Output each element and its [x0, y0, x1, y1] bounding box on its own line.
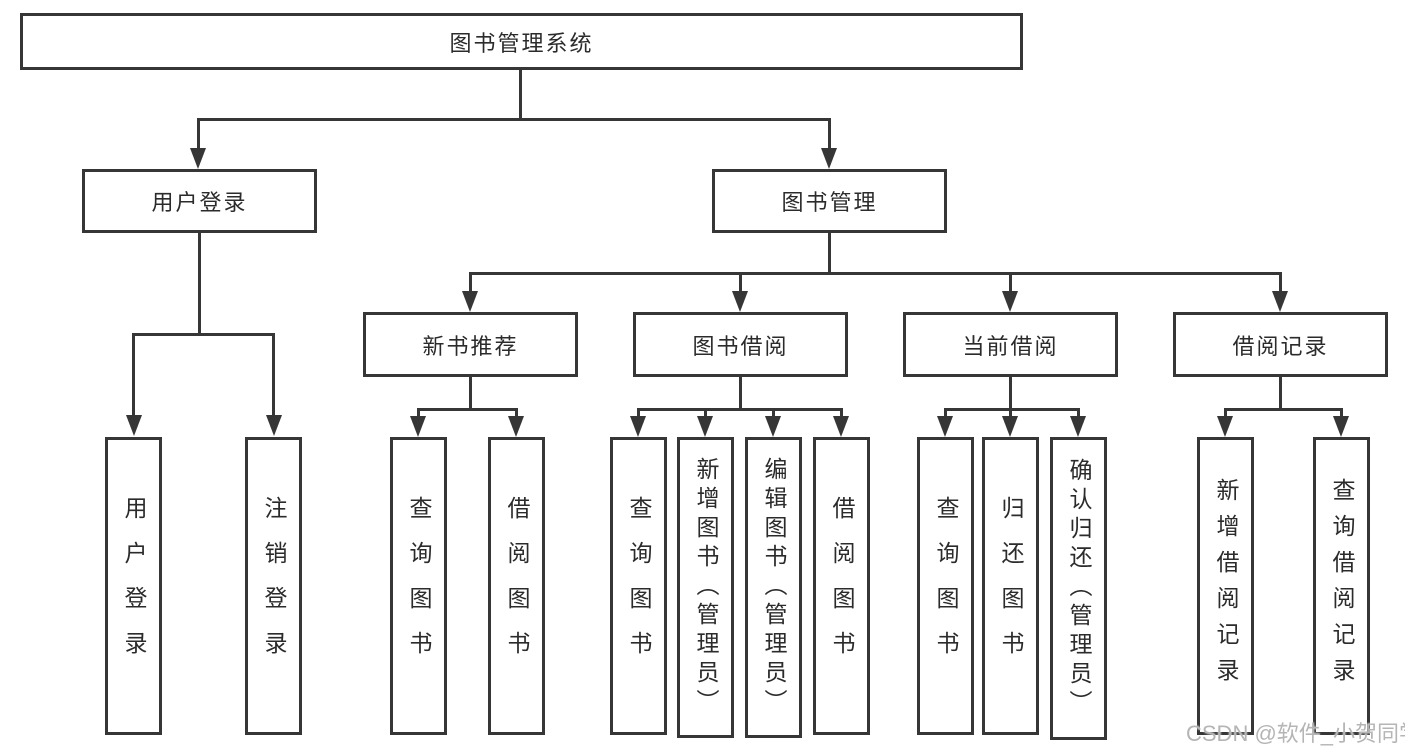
connector-m2-stem [739, 377, 742, 408]
node-current-borrow-label: 当前借阅 [962, 333, 1059, 359]
arrow-down-icon [937, 416, 953, 437]
connector-m2-c1-drop [637, 408, 640, 418]
arrow-down-icon [508, 416, 524, 437]
arrow-down-icon [1217, 416, 1233, 437]
arrow-down-icon [1272, 291, 1288, 312]
connector-book-fork-hbar [469, 272, 1282, 275]
leaf-logout-label: 注销登录 [261, 496, 287, 676]
connector-m3-stem [1009, 377, 1012, 408]
connector-m4-hbar [1224, 408, 1342, 411]
arrow-down-icon [126, 415, 142, 436]
connector-m2-c3-drop [772, 408, 775, 418]
leaf-bb-borrow-book-label: 借阅图书 [829, 496, 855, 676]
arrow-down-icon [1333, 416, 1349, 437]
connector-m3-c2-drop [1009, 408, 1012, 418]
leaf-bb-edit-book-admin-label: 编辑图书（管理员） [761, 457, 787, 718]
leaf-user-login: 用户登录 [105, 437, 162, 735]
connector-book-fork-stem [828, 233, 831, 272]
node-book-borrow: 图书借阅 [633, 312, 848, 377]
leaf-nb-borrow-book-label: 借阅图书 [504, 496, 530, 676]
leaf-cb-query-book-label: 查询图书 [933, 496, 959, 676]
node-book-borrow-label: 图书借阅 [692, 333, 789, 359]
connector-user-drop [197, 118, 200, 150]
arrow-down-icon [732, 291, 748, 312]
arrow-down-icon [190, 148, 206, 169]
leaf-br-add-record-label: 新增借阅记录 [1213, 478, 1239, 694]
leaf-logout: 注销登录 [245, 437, 302, 735]
connector-m4-c2-drop [1340, 408, 1343, 418]
connector-user-child1-drop [132, 333, 135, 416]
node-root-label: 图书管理系统 [449, 30, 594, 56]
leaf-br-query-record-label: 查询借阅记录 [1329, 478, 1355, 694]
connector-root-stem [519, 70, 522, 118]
leaf-bb-query-book-label: 查询图书 [626, 496, 652, 676]
leaf-nb-borrow-book: 借阅图书 [488, 437, 545, 735]
connector-module3-drop [1009, 272, 1012, 294]
arrow-down-icon [630, 416, 646, 437]
node-current-borrow: 当前借阅 [903, 312, 1118, 377]
leaf-bb-edit-book-admin: 编辑图书（管理员） [745, 437, 802, 738]
connector-module2-drop [739, 272, 742, 294]
arrow-down-icon [697, 416, 713, 437]
node-borrow-record-label: 借阅记录 [1232, 333, 1329, 359]
arrow-down-icon [821, 148, 837, 169]
node-borrow-record: 借阅记录 [1173, 312, 1388, 377]
leaf-br-query-record: 查询借阅记录 [1313, 437, 1370, 735]
node-user-login-branch-label: 用户登录 [151, 190, 248, 215]
leaf-nb-query-book-label: 查询图书 [406, 496, 432, 676]
node-new-book-recommend-label: 新书推荐 [422, 333, 519, 359]
leaf-nb-query-book: 查询图书 [390, 437, 447, 735]
connector-m1-stem [469, 377, 472, 408]
csdn-watermark: CSDN @软件_小贺同学 [1186, 721, 1405, 746]
arrow-down-icon [1002, 291, 1018, 312]
connector-m4-c1-drop [1224, 408, 1227, 418]
connector-book-drop [828, 118, 831, 150]
leaf-bb-borrow-book: 借阅图书 [813, 437, 870, 735]
connector-m1-c1-drop [417, 408, 420, 418]
connector-m2-c4-drop [840, 408, 843, 418]
leaf-bb-query-book: 查询图书 [610, 437, 667, 735]
leaf-bb-add-book-admin-label: 新增图书（管理员） [693, 457, 719, 718]
connector-m1-hbar [417, 408, 518, 411]
connector-user-fork-hbar [132, 333, 275, 336]
arrow-down-icon [1070, 416, 1086, 437]
connector-m3-c3-drop [1077, 408, 1080, 418]
node-book-management-label: 图书管理 [781, 190, 878, 215]
leaf-cb-confirm-return-admin: 确认归还（管理员） [1050, 437, 1107, 740]
leaf-cb-confirm-return-admin-label: 确认归还（管理员） [1066, 458, 1092, 719]
connector-user-fork-stem [198, 233, 201, 333]
connector-m1-c2-drop [515, 408, 518, 418]
arrow-down-icon [462, 291, 478, 312]
node-new-book-recommend: 新书推荐 [363, 312, 578, 377]
arrow-down-icon [410, 416, 426, 437]
node-root: 图书管理系统 [20, 13, 1023, 70]
arrow-down-icon [266, 415, 282, 436]
leaf-cb-return-book-label: 归还图书 [998, 496, 1024, 676]
leaf-cb-return-book: 归还图书 [982, 437, 1039, 735]
connector-m4-stem [1279, 377, 1282, 408]
connector-m2-hbar [637, 408, 842, 411]
arrow-down-icon [765, 416, 781, 437]
connector-level1-hbar [197, 118, 831, 121]
connector-module1-drop [469, 272, 472, 294]
connector-module4-drop [1279, 272, 1282, 294]
connector-user-child2-drop [272, 333, 275, 416]
node-book-management: 图书管理 [712, 169, 947, 233]
connector-m3-c1-drop [944, 408, 947, 418]
arrow-down-icon [1002, 416, 1018, 437]
leaf-user-login-label: 用户登录 [121, 496, 147, 676]
leaf-cb-query-book: 查询图书 [917, 437, 974, 735]
connector-m2-c2-drop [704, 408, 707, 418]
node-user-login-branch: 用户登录 [82, 169, 317, 233]
leaf-br-add-record: 新增借阅记录 [1197, 437, 1254, 735]
arrow-down-icon [833, 416, 849, 437]
leaf-bb-add-book-admin: 新增图书（管理员） [677, 437, 734, 738]
